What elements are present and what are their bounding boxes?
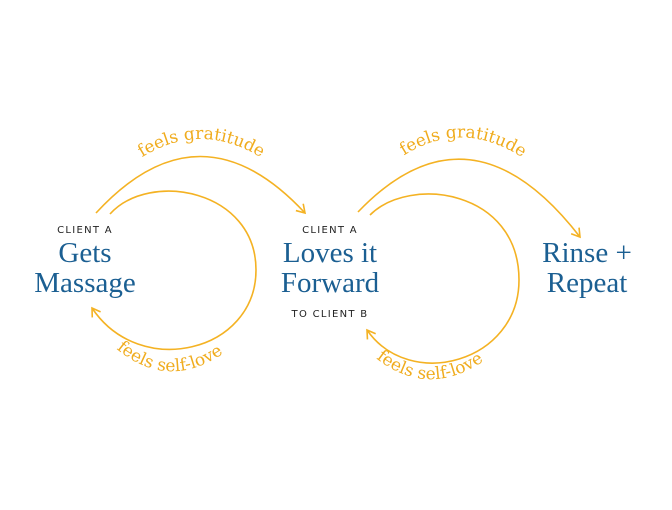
self-love-arrow-1 xyxy=(91,190,257,351)
step1-caption: CLIENT A xyxy=(57,225,113,236)
self-love-arrow-2 xyxy=(366,193,520,364)
step2-subcaption: TO CLIENT B xyxy=(291,309,369,320)
gratitude-arrow-1 xyxy=(95,155,307,215)
step2-title-line1: Loves it xyxy=(283,237,377,269)
step3-title-line2: Repeat xyxy=(547,267,628,299)
gratitude-arrow-2 xyxy=(357,158,581,239)
step2-title-line2: Forward xyxy=(281,267,380,299)
self-love-label-2: feels self-love xyxy=(373,346,487,384)
step1-title-line1: Gets xyxy=(58,237,111,269)
step2-caption: CLIENT A xyxy=(302,225,358,236)
step1-title-line2: Massage xyxy=(34,267,135,299)
gratitude-label-2: feels gratitude xyxy=(396,122,530,161)
self-love-label-1: feels self-love xyxy=(113,337,226,377)
step3-title-line1: Rinse + xyxy=(542,237,632,269)
